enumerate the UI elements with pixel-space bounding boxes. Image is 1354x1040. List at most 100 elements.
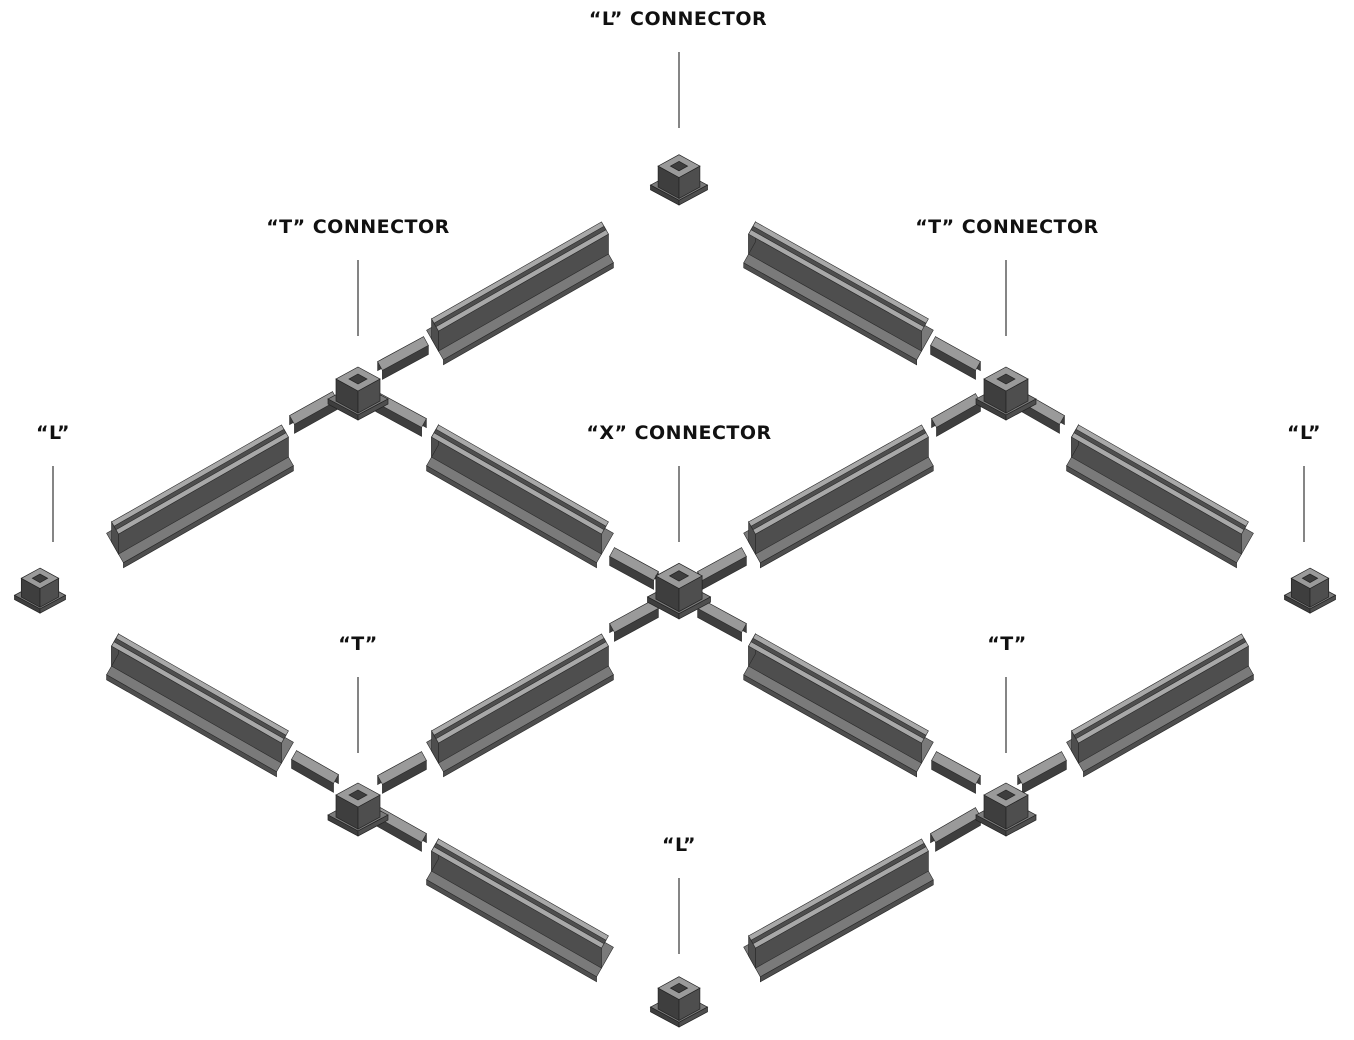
rail-side — [431, 850, 602, 969]
t-connector-upper-left — [327, 366, 389, 421]
arm-tl-ne — [377, 336, 429, 380]
rail-channel — [433, 225, 607, 328]
rail-channel — [113, 637, 287, 740]
l-connector-bottom-label: “L” — [661, 834, 697, 856]
rail-side — [748, 233, 922, 352]
hub-base-edge — [1005, 398, 1037, 421]
rail-side — [111, 645, 282, 764]
arm-x-nw — [609, 547, 659, 590]
arm-br-nw — [931, 751, 981, 794]
leader-lines — [52, 52, 1305, 954]
l-connector-right — [1283, 567, 1337, 614]
rail-bottom-right — [743, 838, 934, 983]
t-connector-lower-left — [327, 782, 389, 837]
rail-flange-edge — [760, 879, 934, 983]
arm-top — [377, 751, 427, 785]
hub-base-edge — [357, 398, 389, 421]
x-connector-center — [646, 562, 712, 620]
l-connector-left-label: “L” — [35, 422, 71, 444]
rail-side — [748, 645, 922, 764]
t-connector-upper-left-label: “T” CONNECTOR — [266, 216, 450, 238]
hub-top-cap — [31, 573, 49, 583]
l-connector-left — [13, 567, 67, 614]
arm-top — [1017, 751, 1067, 785]
rail-flange-edge — [1083, 674, 1254, 778]
rail-left-upper — [106, 424, 294, 569]
arm-tr-nw — [930, 336, 981, 380]
rail-side — [1071, 436, 1242, 555]
hub-top-cap — [348, 789, 368, 801]
rail-flange-edge — [760, 465, 934, 569]
hub-top-cap — [668, 570, 690, 582]
track-rails — [106, 220, 1254, 983]
rail-flange-edge — [106, 674, 277, 778]
rail-flange-edge — [743, 674, 917, 778]
rail-channel — [750, 225, 927, 328]
rail-center-upper-left — [426, 423, 614, 569]
x-connector-center-label: “X” CONNECTOR — [586, 422, 772, 444]
l-connector-right-label: “L” — [1286, 422, 1322, 444]
rail-center-lower-right — [743, 632, 934, 778]
rail-flange-edge — [123, 465, 294, 569]
l-connector-bottom — [649, 976, 709, 1028]
rail-left-lower — [106, 632, 294, 778]
arm-x-sw — [609, 599, 659, 642]
arm-top — [930, 336, 981, 371]
arm-x-se — [697, 599, 747, 642]
arm-top — [289, 391, 338, 425]
l-connector-top — [649, 154, 709, 206]
hub-top-cap — [669, 160, 689, 172]
arm-top — [931, 751, 981, 785]
rail-center-lower-left — [426, 633, 614, 778]
rail-channel — [750, 428, 927, 531]
rail-side — [118, 436, 289, 555]
rail-channel — [1073, 428, 1247, 531]
rail-upper-right-top — [743, 220, 934, 366]
rail-channel — [113, 428, 287, 531]
hub-base-edge — [678, 1006, 708, 1028]
hub-top-cap — [669, 982, 689, 994]
rail-right-upper — [1066, 423, 1254, 569]
rail-flange-edge — [443, 262, 614, 366]
rail-side — [755, 436, 929, 555]
arm-tl-w — [289, 391, 338, 434]
rail-side — [431, 436, 602, 555]
rail-side — [1078, 645, 1249, 764]
rail-channel — [1073, 637, 1247, 740]
arm-br-sw — [930, 807, 981, 852]
rail-side — [438, 645, 609, 764]
rail-channel — [433, 637, 607, 740]
t-connector-lower-right — [975, 782, 1037, 837]
hub-top-cap — [348, 373, 368, 385]
rail-upper-left-top — [426, 221, 614, 366]
arm-top — [291, 750, 339, 784]
hub-base-edge — [678, 596, 711, 620]
arm-br-e — [1017, 751, 1067, 794]
rail-side — [438, 233, 609, 352]
connectors — [13, 154, 1337, 1028]
rail-side — [755, 850, 929, 969]
rail-center-upper-right — [743, 424, 934, 569]
arm-tr-sw — [931, 393, 981, 437]
rail-flange-edge — [743, 262, 917, 366]
t-connector-lower-left-label: “T” — [338, 633, 378, 655]
arm-x-ne — [697, 547, 747, 590]
rail-flange-edge — [1066, 465, 1237, 569]
rail-channel — [750, 637, 927, 740]
rail-channel — [433, 842, 607, 945]
hub-base-edge — [1005, 814, 1037, 837]
hub-base-edge — [357, 814, 389, 837]
hub-base-edge — [678, 184, 708, 206]
hub-top-cap — [1301, 573, 1319, 583]
hub-top-cap — [996, 789, 1016, 801]
l-connector-top-label: “L” CONNECTOR — [588, 8, 768, 30]
arm-top — [930, 807, 981, 843]
rail-bottom-left — [426, 837, 614, 983]
t-connector-upper-right-label: “T” CONNECTOR — [915, 216, 1099, 238]
arm-bl-ne — [377, 751, 427, 794]
hub-top-cap — [996, 373, 1016, 385]
rail-flange-edge — [426, 465, 597, 569]
rail-flange-edge — [443, 674, 614, 778]
rail-channel — [750, 842, 927, 945]
